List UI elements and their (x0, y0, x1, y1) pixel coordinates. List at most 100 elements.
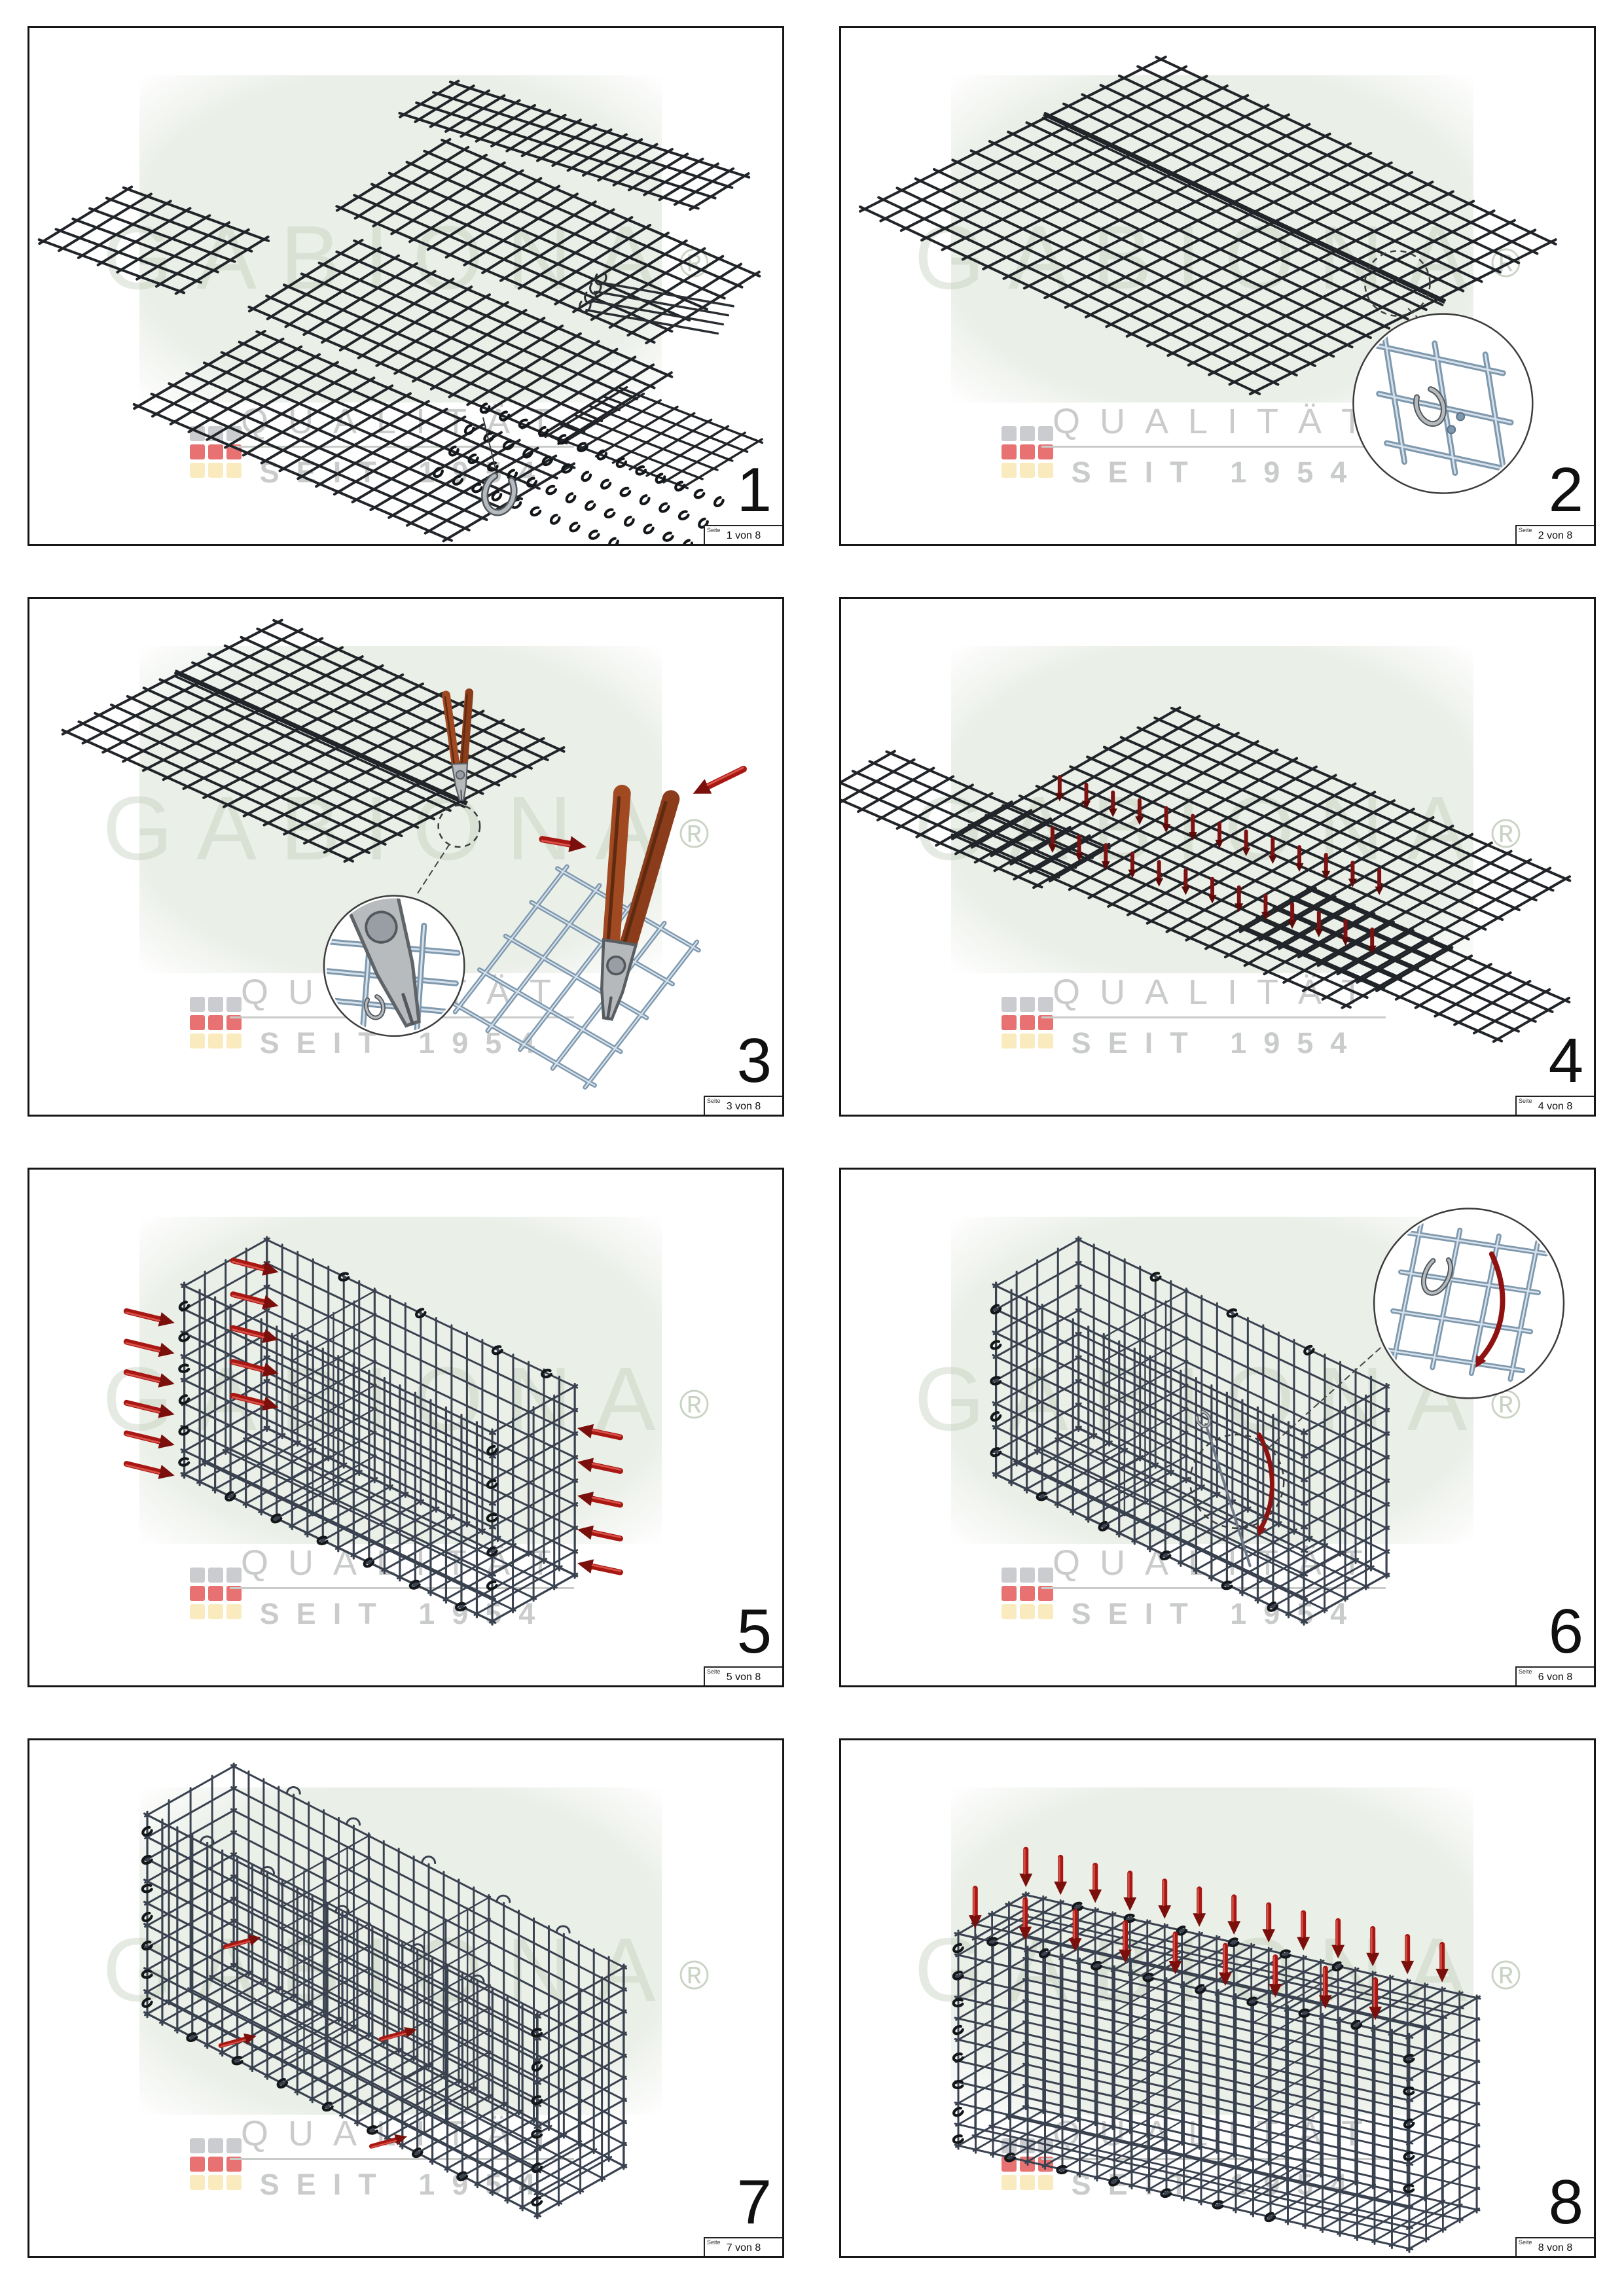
watermark-divider-line (1041, 1016, 1386, 1018)
instruction-step-panel: GABIONA® QUALITÄT SEIT 1954 8 Seite 8 vo… (839, 1738, 1596, 2258)
logo-square (1038, 1033, 1053, 1049)
page-indicator: 8 von 8 (1538, 2242, 1573, 2253)
registered-trademark-icon: ® (679, 1953, 710, 1998)
page-number-box: Seite 2 von 8 (1515, 525, 1594, 544)
watermark: GABIONA® QUALITÄT SEIT 1954 (841, 28, 1594, 544)
logo-square (1020, 426, 1035, 441)
watermark-seit-text: SEIT 1954 (1071, 1026, 1364, 1060)
logo-square (1020, 1015, 1035, 1030)
logo-square (1001, 1604, 1017, 1619)
page-number-box: Seite 3 von 8 (704, 1096, 782, 1115)
logo-square (1038, 426, 1053, 441)
logo-square (1020, 1604, 1035, 1619)
logo-square (208, 997, 223, 1012)
logo-square (190, 2138, 205, 2153)
step-number: 1 (736, 455, 772, 525)
page-label: Seite (1519, 527, 1532, 533)
logo-square (226, 1568, 242, 1583)
brand-logo-squares (190, 2138, 242, 2191)
registered-trademark-icon: ® (1490, 1953, 1521, 1998)
page-number-box: Seite 8 von 8 (1515, 2237, 1594, 2256)
logo-square (1038, 2175, 1053, 2190)
logo-square (190, 1586, 205, 1601)
page-indicator: 6 von 8 (1538, 1672, 1573, 1683)
step-number: 3 (736, 1026, 772, 1096)
logo-square (1020, 1586, 1035, 1601)
watermark-ellipse-background (139, 75, 662, 403)
logo-square (226, 2138, 242, 2153)
instruction-step-panel: GABIONA® QUALITÄT SEIT 1954 3 Seite 3 vo… (27, 597, 784, 1117)
instruction-step-panel: GABIONA® QUALITÄT SEIT 1954 7 Seite 7 vo… (27, 1738, 784, 2258)
page-number-box: Seite 5 von 8 (704, 1666, 782, 1685)
logo-square (1001, 1568, 1017, 1583)
step-number: 8 (1548, 2167, 1583, 2237)
logo-square (1038, 1015, 1053, 1030)
instruction-step-panel: GABIONA® QUALITÄT SEIT 1954 4 Seite 4 vo… (839, 597, 1596, 1117)
watermark-quality-text: QUALITÄT (1052, 402, 1383, 441)
step-illustration (858, 56, 1557, 494)
logo-square (1001, 1015, 1017, 1030)
logo-square (190, 1568, 205, 1583)
logo-square (208, 1568, 223, 1583)
logo-square (1038, 997, 1053, 1012)
page-label: Seite (707, 1098, 721, 1104)
step-illustration (990, 1208, 1565, 1626)
registered-trademark-icon: ® (679, 1382, 710, 1427)
logo-square (208, 2175, 223, 2190)
logo-square (1020, 1033, 1035, 1049)
watermark-seit-text: SEIT 1954 (259, 2168, 552, 2201)
logo-square (190, 997, 205, 1012)
logo-square (190, 2175, 205, 2190)
logo-square (226, 997, 242, 1012)
logo-square (190, 1015, 205, 1030)
watermark-seit-text: SEIT 1954 (1071, 456, 1364, 489)
page-indicator: 3 von 8 (726, 1101, 761, 1112)
logo-square (1001, 1586, 1017, 1601)
watermark-seit-text: SEIT 1954 (259, 1597, 552, 1630)
page-indicator: 4 von 8 (1538, 1101, 1573, 1112)
page-number-box: Seite 4 von 8 (1515, 1096, 1594, 1115)
logo-square (1038, 444, 1053, 459)
brand-logo-squares (1001, 997, 1054, 1049)
step-illustration (123, 1236, 623, 1626)
logo-square (1001, 463, 1017, 478)
watermark-quality-text: QUALITÄT (1052, 973, 1383, 1012)
logo-square (1038, 1586, 1053, 1601)
watermark-seit-text: SEIT 1954 (1071, 1597, 1364, 1630)
page-indicator: 1 von 8 (726, 530, 761, 541)
step-illustration (141, 1763, 628, 2219)
logo-square (1001, 2175, 1017, 2190)
step-illustration (61, 619, 748, 1090)
logo-square (226, 1033, 242, 1049)
logo-square (1020, 463, 1035, 478)
logo-square (190, 2157, 205, 2172)
logo-square (208, 1604, 223, 1619)
page-label: Seite (707, 527, 721, 533)
step-number: 7 (736, 2167, 772, 2237)
step-number: 6 (1548, 1596, 1583, 1666)
logo-square (190, 444, 205, 459)
logo-square (208, 2138, 223, 2153)
step-number: 4 (1548, 1026, 1583, 1096)
page-indicator: 7 von 8 (726, 2242, 761, 2253)
brand-logo-squares (1001, 426, 1054, 478)
logo-square (190, 463, 205, 478)
logo-square (1038, 463, 1053, 478)
logo-square (1020, 444, 1035, 459)
logo-square (1001, 1033, 1017, 1049)
page-number-box: Seite 6 von 8 (1515, 1666, 1594, 1685)
watermark-divider-line (230, 2158, 574, 2160)
watermark-divider-line (230, 1587, 574, 1589)
logo-square (226, 1015, 242, 1030)
logo-square (208, 1586, 223, 1601)
logo-square (1038, 1604, 1053, 1619)
page-label: Seite (1519, 1098, 1532, 1104)
step-number: 5 (736, 1596, 772, 1666)
logo-square (226, 463, 242, 478)
brand-logo-squares (1001, 1568, 1054, 1620)
page-label: Seite (707, 2239, 721, 2246)
step-illustration (37, 79, 764, 544)
instruction-step-panel: GABIONA® QUALITÄT SEIT 1954 2 Seite 2 vo… (839, 26, 1596, 546)
page-label: Seite (1519, 2239, 1532, 2246)
page-label: Seite (1519, 1668, 1532, 1675)
